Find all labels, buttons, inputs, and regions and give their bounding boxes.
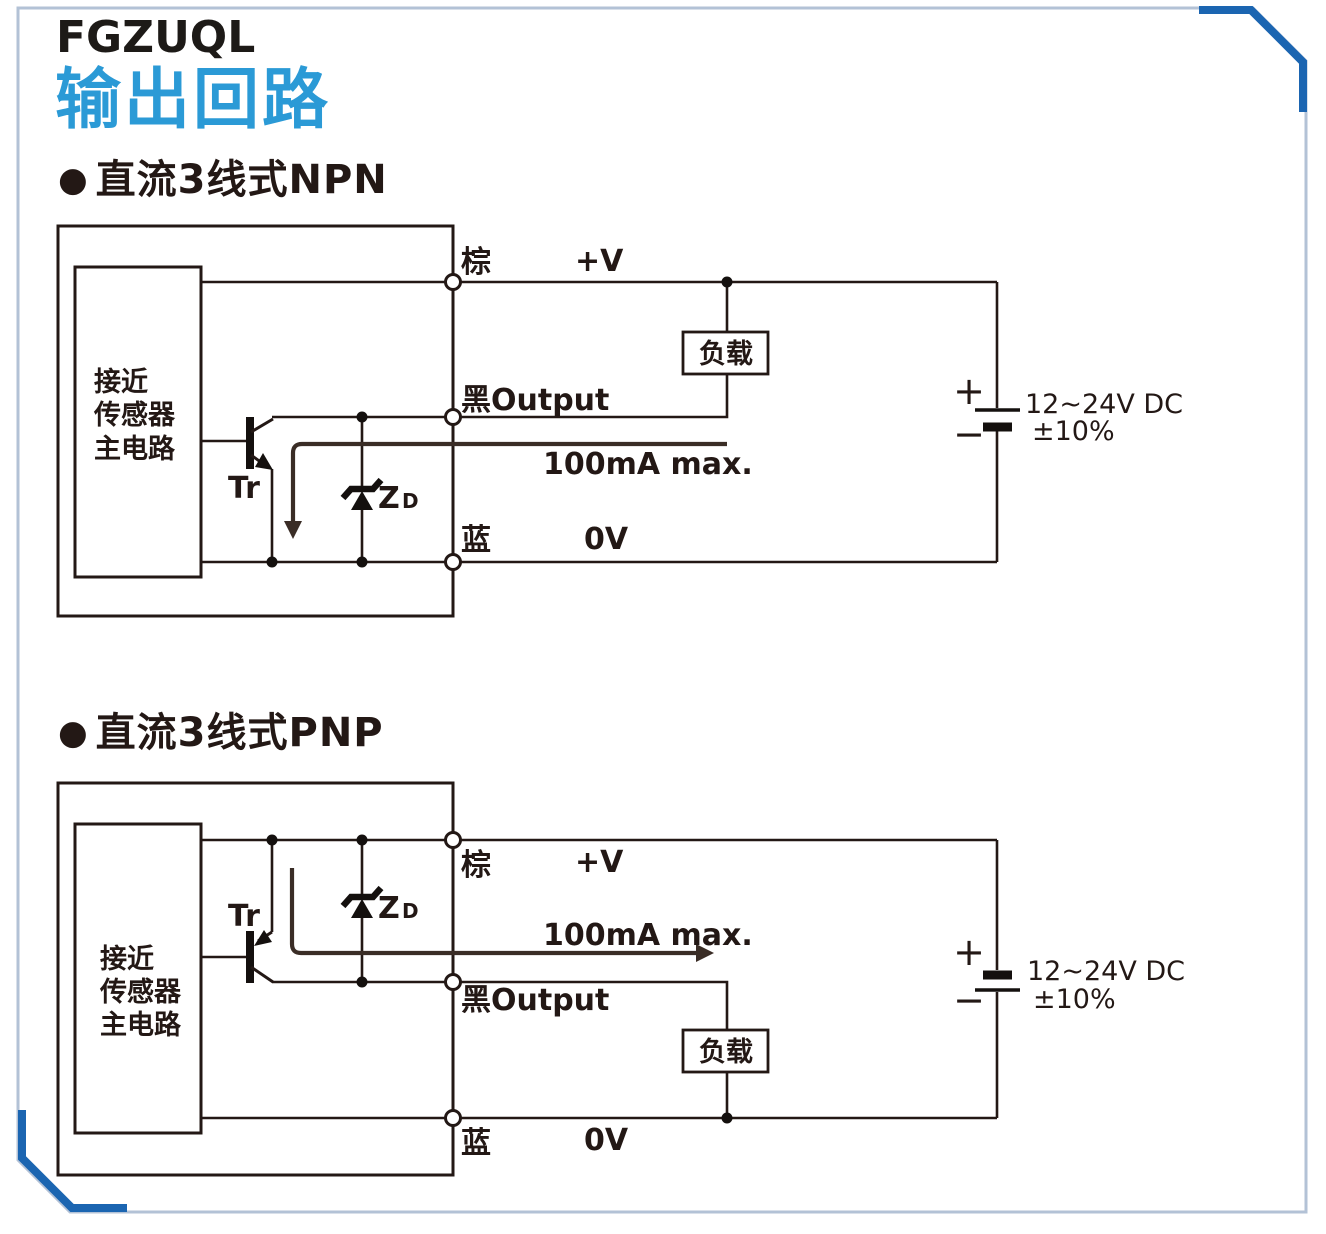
npn-diagram: 接近 传感器 主电路 Tr bbox=[56, 224, 1183, 618]
npn-wire-output bbox=[272, 374, 729, 419]
pnp-zener-anode-triangle bbox=[351, 899, 373, 918]
npn-battery-minus: − bbox=[953, 412, 985, 456]
frame-accent-bottom-left bbox=[18, 1110, 127, 1212]
npn-zero-v-label: 0V bbox=[584, 522, 629, 557]
pnp-main-circuit-line1: 接近 bbox=[100, 944, 154, 975]
npn-main-circuit-line1: 接近 bbox=[94, 367, 148, 398]
section-heading-npn: ● 直流3线式NPN bbox=[58, 157, 388, 203]
pnp-wire-output bbox=[272, 980, 729, 1030]
npn-zener-cathode-bar bbox=[340, 477, 384, 501]
pnp-junction-dot bbox=[721, 1112, 733, 1124]
pnp-transistor-icon bbox=[246, 930, 274, 984]
npn-junction-dot bbox=[356, 411, 368, 423]
section-heading-pnp: ● 直流3线式PNP bbox=[58, 710, 384, 756]
pnp-transistor-base-bar bbox=[246, 931, 254, 983]
pnp-junction-dot bbox=[356, 976, 368, 988]
npn-transistor-base-bar bbox=[246, 417, 254, 469]
npn-transistor-collector bbox=[250, 417, 274, 434]
pnp-wire-blue-label: 蓝 bbox=[461, 1126, 491, 1161]
pnp-transistor-emitter-arrow bbox=[254, 930, 272, 946]
npn-load-box bbox=[681, 330, 770, 376]
pnp-zero-v-label: 0V bbox=[584, 1123, 629, 1158]
page-title: 输出回路 bbox=[55, 61, 331, 138]
pnp-load-label: 负载 bbox=[699, 1037, 753, 1068]
npn-current-arrowhead bbox=[284, 521, 302, 539]
npn-zener-diode-icon bbox=[340, 477, 384, 510]
pnp-zener-diode-icon bbox=[340, 885, 384, 918]
npn-junction-dot bbox=[266, 556, 278, 568]
npn-zener-anode-triangle bbox=[351, 491, 373, 510]
npn-plus-v-label: +V bbox=[575, 244, 624, 279]
npn-current-arrow bbox=[290, 441, 727, 522]
npn-main-circuit-box bbox=[73, 265, 203, 579]
pnp-junction-dot bbox=[356, 834, 368, 846]
brand-logo: FGZUQL bbox=[56, 12, 256, 63]
page-frame bbox=[16, 6, 1308, 1214]
pnp-current-arrow bbox=[289, 868, 697, 956]
npn-wire-black-label: 黑Output bbox=[461, 383, 609, 418]
pnp-load-box bbox=[681, 1028, 770, 1074]
pnp-zener-label: Z bbox=[378, 891, 400, 926]
pnp-main-circuit-line2: 传感器 bbox=[99, 976, 182, 1008]
section-heading-npn-label: 直流3线式NPN bbox=[95, 157, 388, 203]
pnp-transistor-collector bbox=[250, 965, 274, 984]
pnp-terminal-blue bbox=[444, 1109, 462, 1127]
npn-wire-blue-label: 蓝 bbox=[461, 523, 491, 558]
pnp-wire-brown-label: 棕 bbox=[461, 848, 491, 883]
pnp-current-max-label: 100mA max. bbox=[543, 918, 753, 953]
npn-wire-brown-label: 棕 bbox=[461, 245, 491, 280]
npn-transistor-emitter-arrow bbox=[255, 453, 273, 470]
bullet-icon: ● bbox=[58, 160, 88, 200]
pnp-plus-v-label: +V bbox=[575, 845, 624, 880]
pnp-battery-plus: + bbox=[953, 930, 985, 974]
npn-main-circuit-line2: 传感器 bbox=[93, 399, 176, 431]
pnp-supply-tolerance: ±10% bbox=[1033, 984, 1116, 1015]
pnp-terminal-brown bbox=[444, 831, 462, 849]
npn-transistor-label: Tr bbox=[228, 471, 260, 506]
npn-junction-dot bbox=[721, 276, 733, 288]
pnp-battery-icon bbox=[975, 970, 1020, 992]
pnp-current-arrowhead bbox=[696, 944, 714, 962]
pnp-zener-label-sub: D bbox=[402, 899, 419, 923]
npn-load-label: 负载 bbox=[699, 339, 753, 370]
pnp-terminal-black bbox=[444, 973, 462, 991]
npn-supply-tolerance: ±10% bbox=[1032, 416, 1115, 447]
npn-supply-voltage: 12~24V DC bbox=[1025, 389, 1183, 420]
pnp-main-circuit-line3: 主电路 bbox=[100, 1009, 182, 1041]
pnp-main-circuit-box bbox=[73, 822, 203, 1135]
pnp-supply-voltage: 12~24V DC bbox=[1027, 956, 1185, 987]
npn-zener-label: Z bbox=[378, 481, 400, 516]
bullet-icon: ● bbox=[58, 713, 88, 753]
npn-zener-label-sub: D bbox=[402, 489, 419, 513]
npn-battery-icon bbox=[975, 408, 1020, 432]
pnp-zener-cathode-bar bbox=[340, 885, 384, 909]
npn-terminal-brown bbox=[444, 273, 462, 291]
pnp-diagram: 接近 传感器 主电路 Tr bbox=[56, 781, 1185, 1177]
frame-accent-top-right bbox=[1199, 6, 1307, 112]
npn-terminal-blue bbox=[444, 553, 462, 571]
section-heading-pnp-label: 直流3线式PNP bbox=[95, 710, 384, 756]
npn-main-circuit-line3: 主电路 bbox=[94, 433, 176, 465]
npn-terminal-black bbox=[444, 408, 462, 426]
pnp-transistor-label: Tr bbox=[228, 899, 260, 934]
pnp-wire-black-label: 黑Output bbox=[461, 983, 609, 1018]
npn-transistor-icon bbox=[246, 417, 274, 470]
pnp-battery-minus: − bbox=[953, 978, 985, 1022]
npn-current-max-label: 100mA max. bbox=[543, 447, 753, 482]
npn-junction-dot bbox=[356, 556, 368, 568]
npn-battery-plus: + bbox=[953, 369, 985, 413]
pnp-junction-dot bbox=[266, 834, 278, 846]
